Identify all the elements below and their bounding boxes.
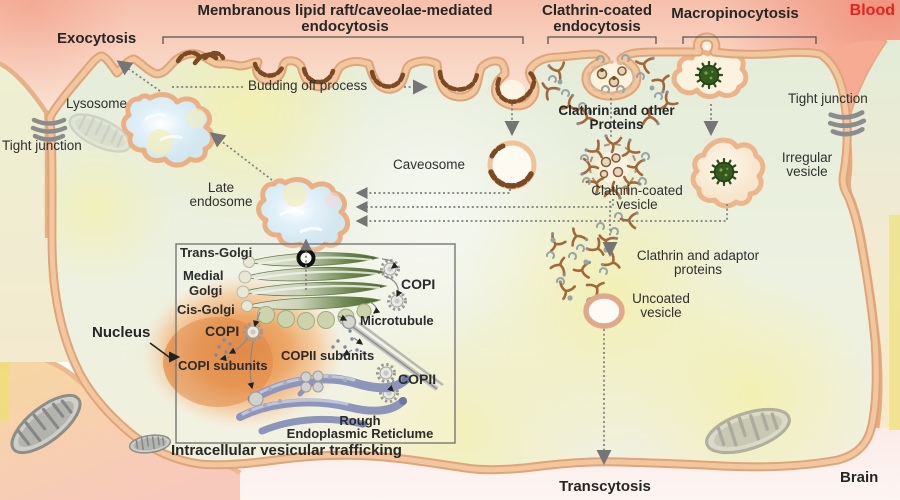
microtubule	[341, 314, 444, 392]
rough-er-label-line2: Endoplasmic Reticlume	[286, 426, 434, 441]
bracket-clathrin	[547, 36, 657, 44]
copii-subunits-label: COPII subunits	[281, 348, 375, 363]
header-clathrin-line1: Clathrin-coated	[541, 2, 652, 19]
nucleus-blob	[141, 274, 345, 430]
bracket-lipid-raft	[162, 36, 524, 44]
uncoated-vesicle-label: Uncoated vesicle	[621, 291, 701, 321]
late-endosome-line2: endosome	[189, 194, 253, 210]
uncoated-line1: Uncoated	[632, 291, 690, 306]
adaptor-line1: Clathrin and adaptor	[636, 248, 760, 263]
arrow-endosome-to-lysosome	[209, 132, 273, 181]
copii-label: COPII	[398, 371, 437, 387]
budding-off-label: Budding off process	[248, 78, 368, 93]
arrow-irregular-to-endosome	[355, 204, 728, 227]
clathrin-coated-vesicle-label: Clathrin-coated vesicle	[564, 183, 710, 213]
uncoated-line2: vesicle	[640, 305, 682, 321]
late-endosome	[256, 177, 351, 253]
copii-subunit-specks	[331, 329, 366, 357]
exocytosis-label: Exocytosis	[57, 30, 137, 47]
arrow-exocytosis	[116, 60, 161, 92]
irregular-vesicle-label: Irregular vesicle	[757, 150, 857, 180]
late-endosome-line1: Late	[207, 180, 235, 195]
clathrin-other-proteins-label: Clathrin and other Proteins	[534, 103, 699, 133]
clathrin-other-line1: Clathrin and other	[558, 103, 675, 118]
copi-right-label: COPI	[401, 276, 436, 292]
tight-junction-right-label: Tight junction	[788, 91, 868, 106]
caveosome-label: Caveosome	[393, 157, 466, 172]
transcytosis-label: Transcytosis	[559, 478, 651, 495]
trans-golgi-label: Trans-Golgi	[180, 245, 253, 260]
inset-arrows	[219, 258, 403, 392]
tight-junction-left-label: Tight junction	[2, 138, 82, 153]
microtubule-label: Microtubule	[360, 313, 434, 328]
lysosome-label: Lysosome	[66, 96, 128, 111]
uncoated-vesicle	[583, 293, 625, 329]
header-clathrin-endocytosis: Clathrin-coated endocytosis	[521, 3, 673, 35]
clathrin-adaptor-label: Clathrin and adaptor proteins	[613, 248, 783, 278]
ccv-line1: Clathrin-coated	[591, 183, 683, 198]
arrow-caveosome-to-endosome	[355, 187, 511, 199]
copi-left-label: COPI	[205, 323, 240, 339]
header-lipid-raft: Membranous lipid raft/caveolae-mediated …	[166, 3, 524, 35]
copi-subunits-label: COPI subunits	[178, 358, 268, 373]
clathrin-coated-vesicle	[579, 133, 650, 201]
header-clathrin-line2: endocytosis	[553, 17, 641, 35]
header-lipid-raft-line2: endocytosis	[301, 17, 389, 35]
rough-er-label-line1: Rough	[339, 413, 381, 428]
adaptor-line2: proteins	[673, 262, 723, 278]
header-lipid-raft-line1: Membranous lipid raft/caveolae-mediated	[197, 2, 493, 19]
tight-junction-right-icon	[830, 112, 865, 135]
transport-arrows	[116, 60, 728, 466]
brain-label: Brain	[840, 469, 879, 486]
caveolar-pit-lumen	[499, 80, 525, 102]
blood-wedge-between-cells	[820, 40, 886, 122]
inset-caption: Intracellular vesicular trafficking	[171, 442, 402, 459]
ccv-line2: vesicle	[616, 197, 658, 213]
clathrin-other-line2: Proteins	[589, 117, 644, 133]
cis-golgi-label: Cis-Golgi	[177, 302, 235, 317]
irregular-line2: vesicle	[786, 164, 828, 180]
irregular-line1: Irregular	[781, 150, 833, 165]
header-brackets	[162, 36, 817, 44]
caveolae-pits	[175, 50, 537, 104]
clathrin-coated-pit	[535, 52, 681, 130]
caveosome	[487, 140, 537, 190]
nucleus-pointer	[149, 342, 181, 363]
irregular-vesicle	[690, 137, 766, 209]
lysosome	[121, 92, 216, 168]
late-endosome-label: Late endosome	[180, 180, 262, 210]
medial-golgi-label-line1: Medial	[183, 268, 224, 283]
nucleus-label: Nucleus	[92, 324, 151, 341]
header-macropinocytosis: Macropinocytosis	[671, 5, 799, 22]
medial-golgi-label-line2: Golgi	[189, 283, 223, 298]
bracket-macropinocytosis	[682, 36, 817, 44]
blood-label: Blood	[849, 2, 895, 19]
golgi-stack	[236, 252, 388, 330]
